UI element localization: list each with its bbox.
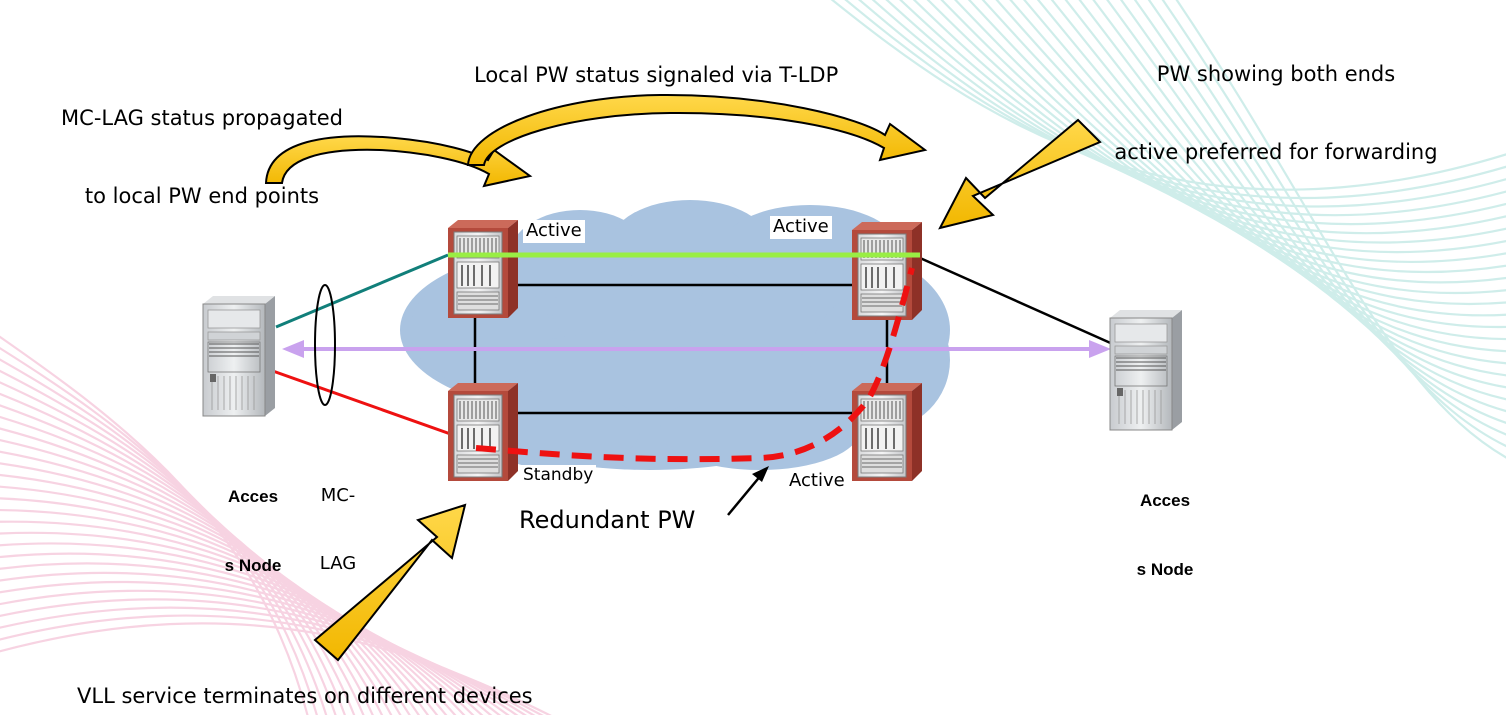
swirl-stroke: [981, 0, 1506, 295]
service-line: [282, 340, 1111, 358]
swirl-stroke: [0, 509, 451, 719]
swirl-stroke: [0, 542, 479, 719]
swirl-stroke: [1050, 0, 1506, 353]
annotation-line: PW showing both ends: [1156, 61, 1396, 86]
swirl-stroke: [1133, 0, 1506, 424]
swirl-stroke: [1106, 0, 1506, 401]
node-label-line: s Node: [224, 555, 282, 575]
swirl-stroke: [0, 552, 488, 719]
router-icon: [447, 219, 519, 319]
swirl-stroke: [1161, 0, 1506, 448]
swirl-stroke: [0, 439, 395, 719]
link-to-right-access: [919, 256, 1116, 347]
pointer-arrow-icon: [727, 466, 769, 516]
swirl-stroke: [0, 589, 525, 719]
swirl-stroke: [1092, 0, 1506, 389]
access-link-teal: [275, 253, 449, 329]
swirl-stroke: [0, 606, 543, 719]
swirl-stroke: [1078, 0, 1506, 377]
background-swirl-pink: [0, 335, 560, 719]
swirl-stroke: [0, 580, 516, 719]
swirl-stroke: [0, 614, 551, 719]
swirl-stroke: [967, 0, 1506, 284]
access-node-label-left: Acces s Node: [203, 440, 303, 601]
swirl-stroke: [1036, 0, 1506, 341]
annotation-redundant-pw: Redundant PW: [519, 506, 696, 534]
annotation-line: active preferred for forwarding: [1114, 140, 1438, 165]
swirl-stroke: [1119, 0, 1506, 413]
swirl-stroke: [0, 427, 386, 719]
swirl-stroke: [1064, 0, 1506, 365]
swirl-stroke: [0, 571, 506, 719]
block-arrow-icon: [938, 118, 1102, 230]
swirl-stroke: [0, 531, 470, 719]
mclag-ellipse: [314, 284, 336, 406]
swirl-stroke: [0, 598, 534, 719]
swirl-stroke: [1009, 0, 1506, 317]
mclag-label-line: LAG: [319, 552, 357, 574]
annotation-mclag-status: MC-LAG status propagated to local PW end…: [10, 52, 394, 236]
router-icon: [447, 382, 519, 482]
router-icon: [851, 382, 923, 482]
node-label-line: Acces: [227, 486, 279, 506]
state-label-bottom-left: Standby: [520, 465, 597, 487]
access-node-icon: [202, 295, 276, 417]
curved-arrow-icon: [466, 93, 928, 166]
state-label-top-right: Active: [770, 216, 832, 239]
background-swirl-teal: [830, 0, 1506, 459]
block-arrow-icon: [313, 503, 467, 662]
annotation-line: to local PW end points: [84, 184, 320, 209]
mclag-label-line: MC-: [320, 485, 356, 506]
curved-arrow-icon: [264, 135, 533, 188]
swirl-stroke: [0, 415, 376, 719]
swirl-stroke: [1147, 0, 1506, 436]
redundant-pw-line: [475, 267, 915, 463]
access-node-icon: [1109, 309, 1183, 431]
node-label-line: Acces: [1139, 490, 1191, 510]
mclag-label: MC- LAG: [308, 440, 368, 598]
swirl-stroke: [0, 462, 414, 719]
access-node-label-right: Acces s Node: [1115, 444, 1215, 605]
swirl-stroke: [0, 497, 442, 719]
swirl-stroke: [0, 474, 423, 719]
swirl-stroke: [0, 485, 432, 719]
swirl-stroke: [1175, 0, 1506, 459]
annotation-vll: VLL service terminates on different devi…: [77, 684, 533, 708]
state-label-top-left: Active: [523, 220, 585, 243]
annotation-tldp: Local PW status signaled via T-LDP: [474, 63, 839, 87]
swirl-stroke: [995, 0, 1506, 306]
swirl-stroke: [1023, 0, 1506, 329]
node-label-line: s Node: [1136, 559, 1194, 579]
state-label-bottom-right: Active: [786, 470, 848, 493]
swirl-stroke: [0, 520, 460, 719]
swirl-stroke: [0, 450, 404, 719]
annotation-pw-both-ends: PW showing both ends active preferred fo…: [1048, 8, 1504, 192]
swirl-stroke: [0, 562, 497, 719]
swirl-stroke: [0, 392, 357, 719]
annotation-line: MC-LAG status propagated: [61, 105, 343, 130]
